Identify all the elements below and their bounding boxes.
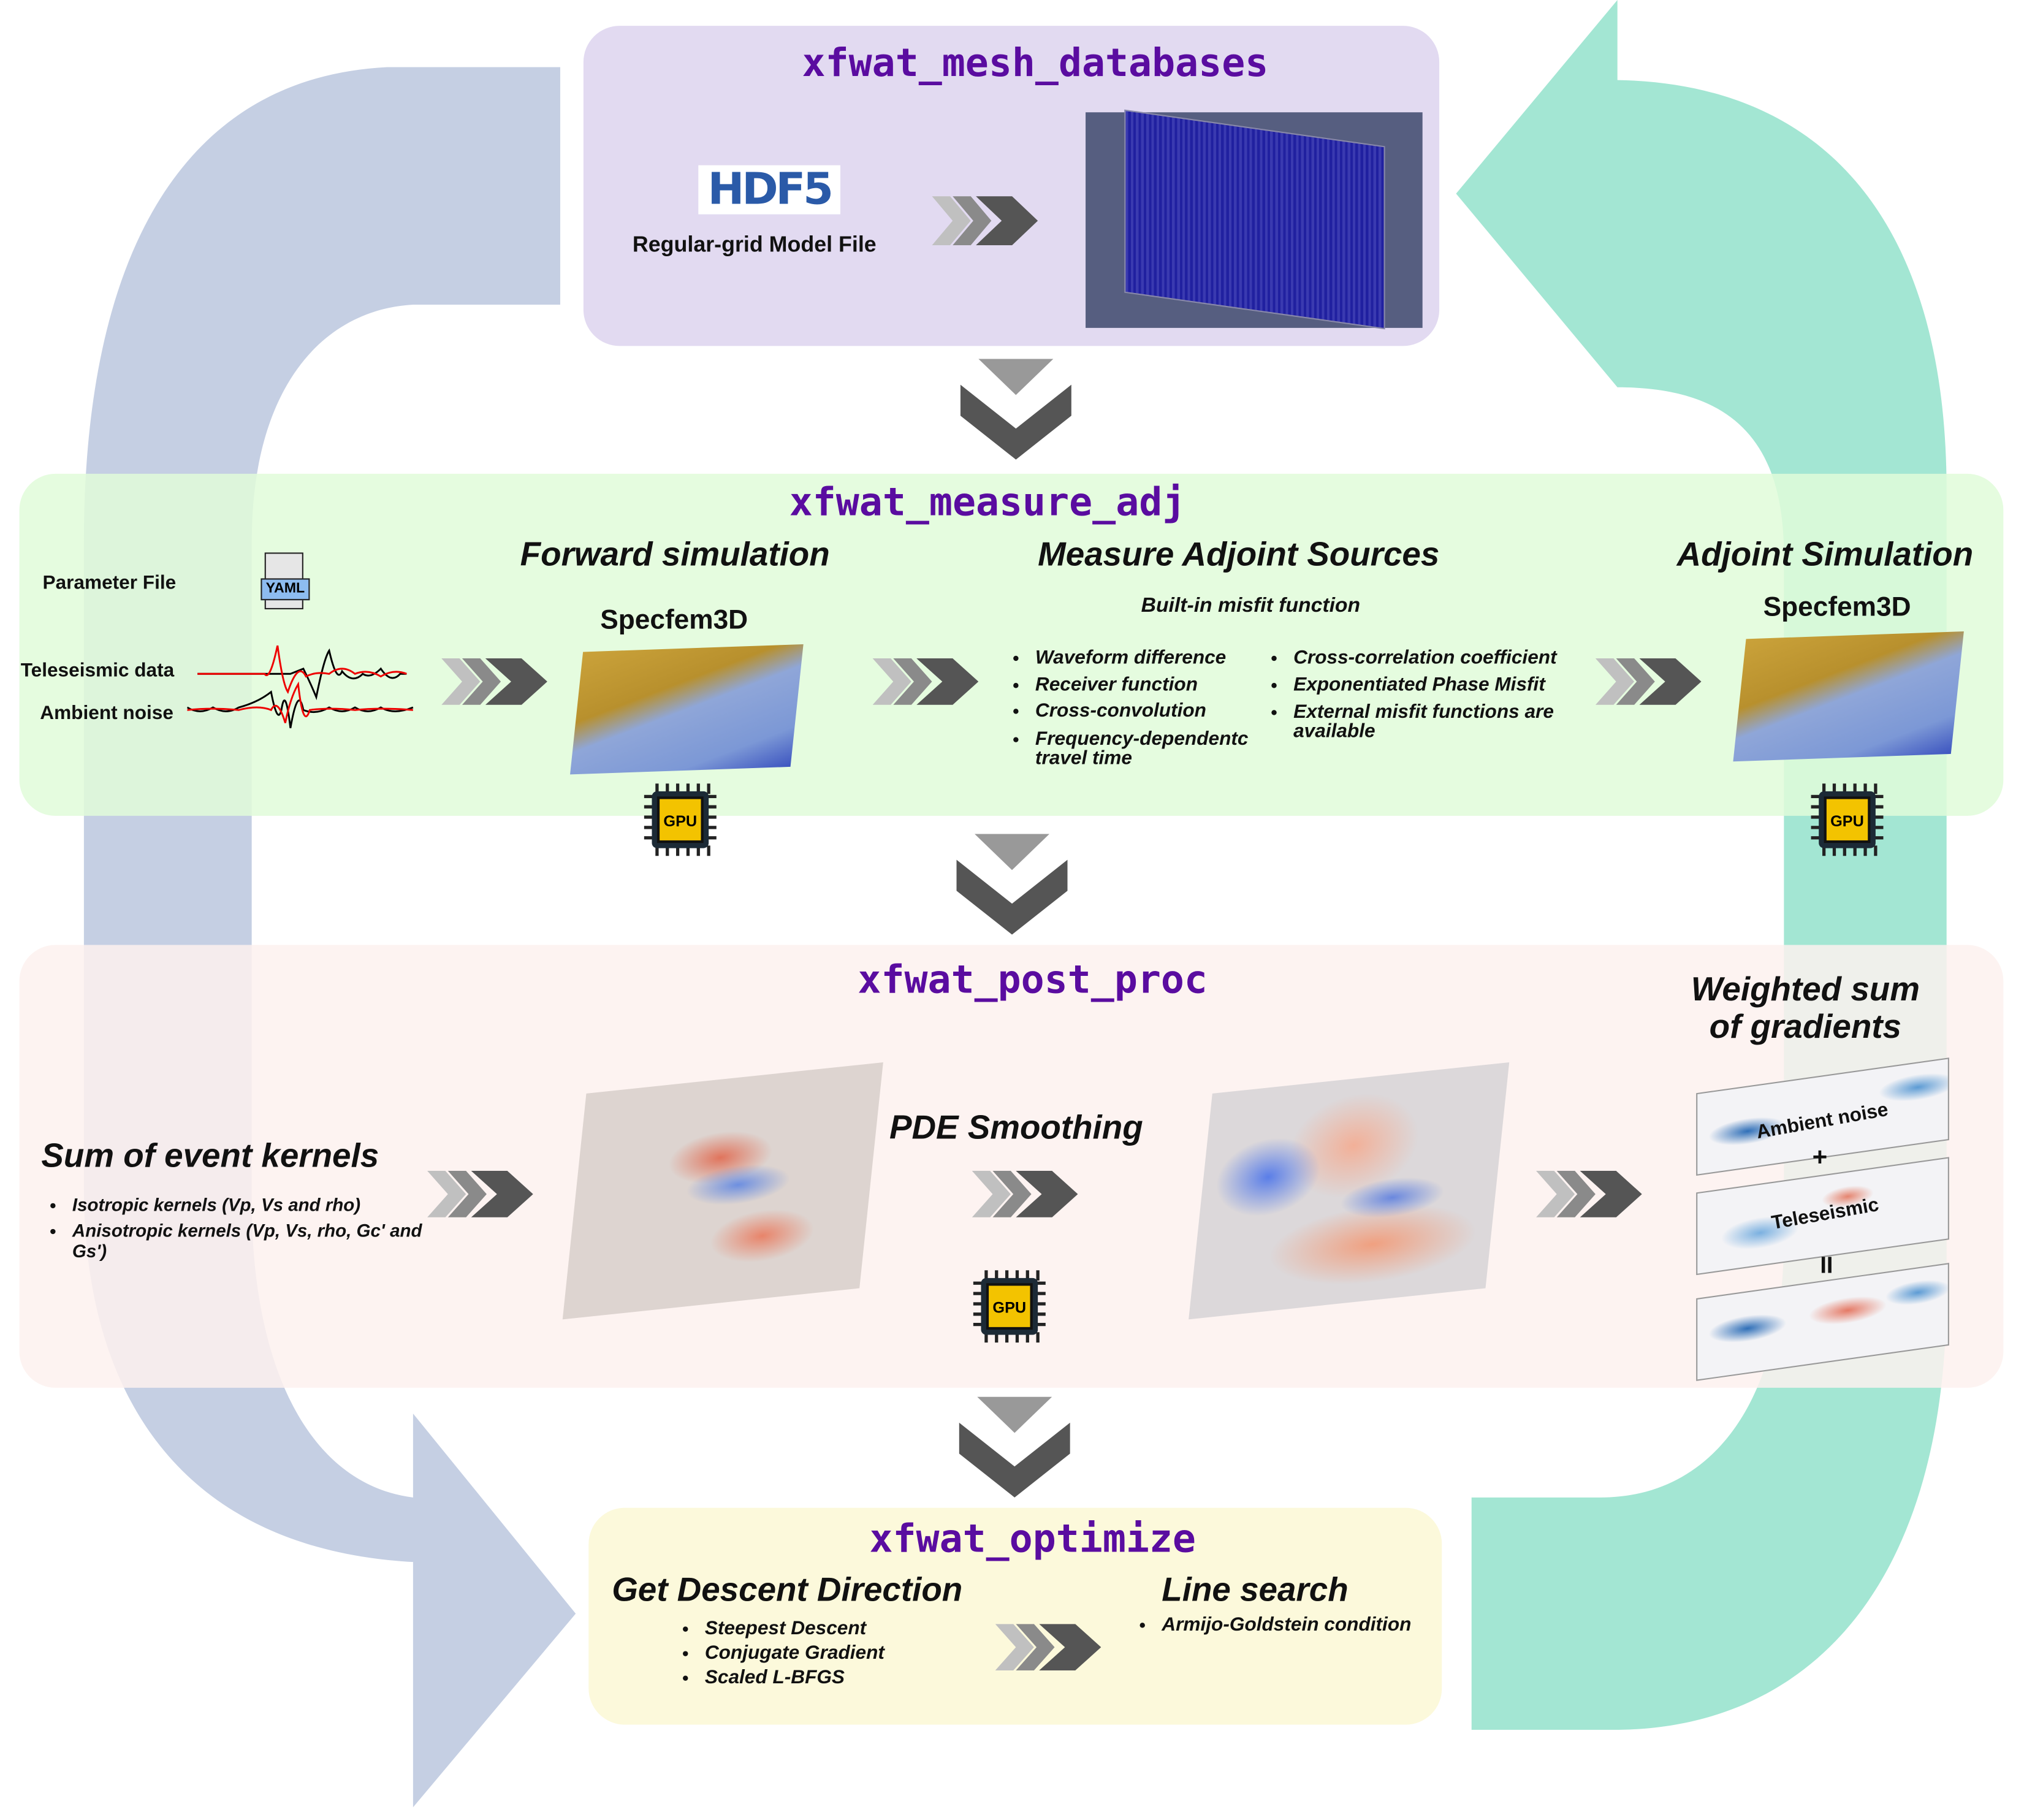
hdf5-logo-text: HDF5 (707, 164, 833, 216)
misfit-item: External misfit functions are available (1291, 702, 1613, 741)
line-search-list: Armijo-Goldstein condition (1131, 1612, 1411, 1639)
raw-kernel-image (562, 1062, 883, 1320)
chevron-right-icon (932, 196, 1038, 246)
chevron-right-icon (441, 658, 547, 705)
ambient-noise-label: Ambient noise (40, 702, 173, 725)
forward-solver-label: Specfem3D (600, 605, 748, 636)
smoothed-kernel-image (1189, 1062, 1510, 1320)
yaml-label: YAML (261, 578, 310, 601)
misfit-subheading: Built-in misfit function (1141, 595, 1361, 617)
misfit-list-right: Cross-correlation coefficient Exponentia… (1263, 645, 1614, 741)
descent-direction-heading: Get Descent Direction (612, 1569, 963, 1609)
chevron-right-icon (1536, 1171, 1642, 1217)
teleseismic-trace-red (197, 645, 407, 695)
plus-sign: + (1812, 1143, 1828, 1173)
pde-smoothing-heading: PDE Smoothing (889, 1107, 1143, 1147)
equals-sign: II (1820, 1252, 1833, 1278)
kernel-list: Isotropic kernels (Vp, Vs and rho) Aniso… (41, 1194, 444, 1262)
chevron-down-icon (959, 1396, 1070, 1498)
seismogram-traces (187, 645, 414, 728)
descent-method-item: Steepest Descent (702, 1616, 885, 1641)
optimize-panel (588, 1507, 1442, 1725)
adjoint-sources-heading: Measure Adjoint Sources (1038, 534, 1440, 574)
chevron-right-icon (1595, 658, 1702, 705)
misfit-item: Waveform difference (1033, 645, 1291, 672)
svg-text:GPU: GPU (992, 1300, 1026, 1317)
weighted-sum-heading: Weighted sum of gradients (1691, 969, 1920, 1046)
hdf5-logo: HDF5 (698, 164, 840, 216)
chevron-down-icon (956, 834, 1068, 935)
teleseismic-data-label: Teleseismic data (20, 660, 175, 682)
forward-simulation-heading: Forward simulation (520, 534, 830, 574)
left-cycle-arrow (83, 67, 576, 1808)
misfit-item: Cross-convolution (1033, 698, 1291, 725)
kernel-item: Isotropic kernels (Vp, Vs and rho) (70, 1194, 444, 1215)
descent-method-item: Conjugate Gradient (702, 1641, 885, 1666)
svg-text:GPU: GPU (663, 813, 697, 830)
misfit-item: Exponentiated Phase Misfit (1291, 672, 1613, 698)
chevron-right-icon (427, 1171, 533, 1217)
line-search-heading: Line search (1162, 1569, 1349, 1609)
line-search-item: Armijo-Goldstein condition (1159, 1612, 1411, 1639)
misfit-item: Cross-correlation coefficient (1291, 645, 1613, 672)
misfit-item: Frequency-dependentc travel time (1033, 729, 1255, 767)
teleseismic-trace-black (197, 648, 407, 701)
mesh-grid-image (1086, 109, 1423, 330)
misfit-list-left: Waveform difference Receiver function Cr… (1004, 645, 1291, 767)
weighted-sum-heading-line1: Weighted sum (1691, 969, 1920, 1008)
model-file-label: Regular-grid Model File (632, 232, 877, 257)
sum-kernels-heading: Sum of event kernels (41, 1136, 379, 1175)
descent-method-item: Scaled L-BFGS (702, 1666, 885, 1690)
adjoint-simulation-map (1733, 631, 1964, 762)
optimize-title: xfwat_optimize (869, 1517, 1196, 1563)
gpu-chip-icon: GPU (973, 1270, 1046, 1343)
descent-method-list: Steepest Descent Conjugate Gradient Scal… (674, 1616, 885, 1690)
chevron-right-icon (872, 658, 979, 705)
noise-trace-red (187, 681, 414, 723)
kernel-item: Anisotropic kernels (Vp, Vs, rho, Gc' an… (70, 1220, 444, 1261)
gpu-chip-icon: GPU (644, 783, 717, 856)
chevron-right-icon (995, 1624, 1101, 1671)
right-cycle-arrow (1456, 0, 1947, 1730)
chevron-right-icon (972, 1171, 1078, 1217)
measure-adj-panel (19, 473, 2004, 816)
chevron-down-icon (960, 359, 1071, 460)
svg-text:GPU: GPU (1830, 813, 1864, 830)
weighted-sum-heading-line2: of gradients (1709, 1007, 1901, 1046)
forward-simulation-map (570, 644, 804, 775)
measure-title: xfwat_measure_adj (789, 480, 1186, 526)
post-proc-title: xfwat_post_proc (858, 958, 1208, 1003)
mesh-title: xfwat_mesh_databases (802, 41, 1269, 87)
parameter-file-label: Parameter File (42, 571, 177, 594)
adjoint-simulation-heading: Adjoint Simulation (1676, 534, 1974, 574)
adjoint-solver-label: Specfem3D (1763, 592, 1911, 623)
misfit-item: Receiver function (1033, 672, 1291, 698)
gpu-chip-icon: GPU (1811, 783, 1884, 856)
yaml-file-icon: YAML (261, 552, 310, 609)
